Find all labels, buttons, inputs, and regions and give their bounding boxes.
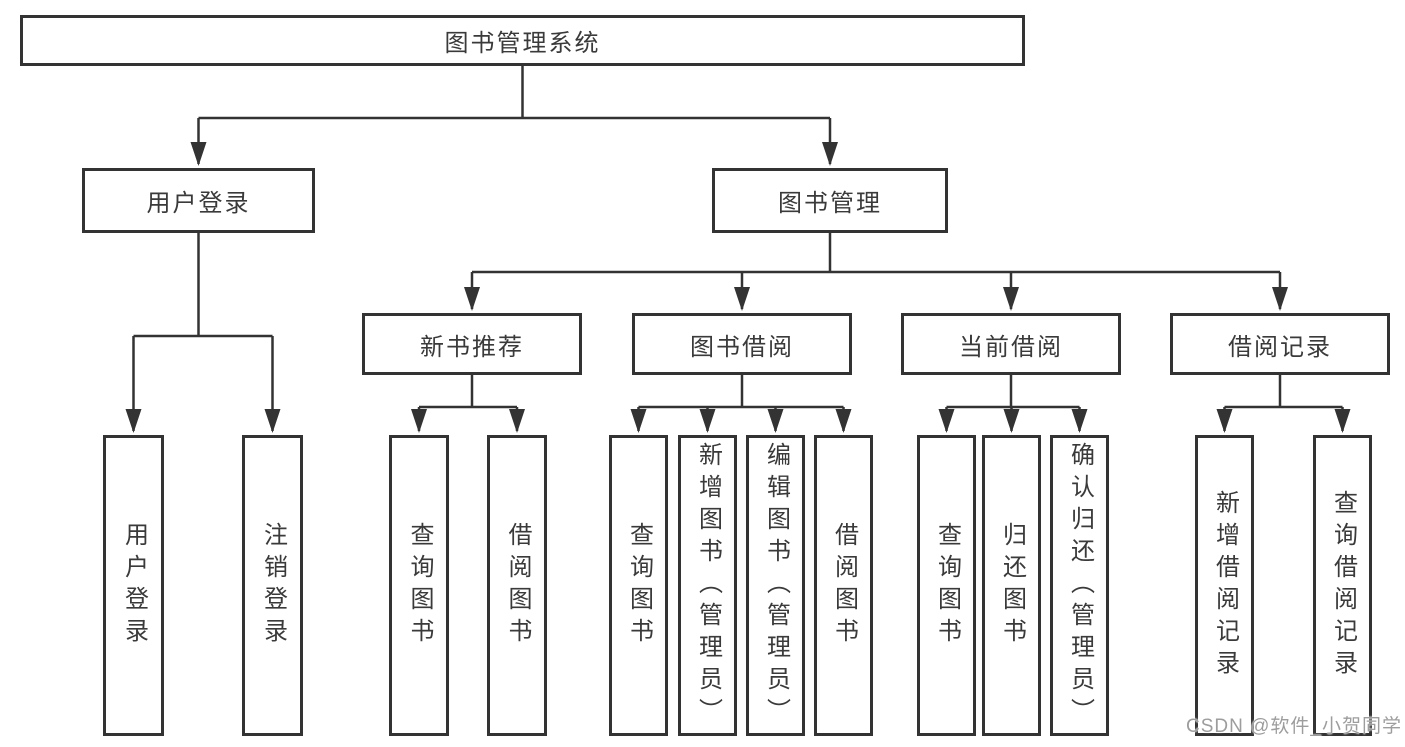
leaf-query-books-borrow-label: 查询图书 [625,521,653,650]
leaf-query-books-current-label: 查询图书 [933,521,961,650]
leaf-borrow-books-recommend: 借阅图书 [487,435,547,736]
leaf-query-books-recommend-label: 查询图书 [406,521,433,650]
leaf-logout: 注销登录 [242,435,303,736]
leaf-add-borrow-record-label: 新增借阅记录 [1211,489,1239,682]
leaf-borrow-books-label: 借阅图书 [830,521,858,650]
csdn-watermark: CSDN @软件_小贺同学 [1186,716,1402,737]
leaf-query-books-current: 查询图书 [917,435,976,736]
leaf-query-books-borrow: 查询图书 [609,435,668,736]
leaf-confirm-return-admin: 确认归还（管理员） [1050,435,1109,736]
leaf-borrow-books: 借阅图书 [814,435,873,736]
node-book-management: 图书管理 [712,168,948,233]
leaf-add-book-admin: 新增图书（管理员） [678,435,737,736]
leaf-logout-label: 注销登录 [259,521,287,650]
node-user-login: 用户登录 [82,168,315,233]
leaf-add-borrow-record: 新增借阅记录 [1195,435,1254,736]
leaf-edit-book-admin: 编辑图书（管理员） [746,435,805,736]
node-current-borrow: 当前借阅 [901,313,1121,375]
leaf-borrow-books-recommend-label: 借阅图书 [504,521,531,650]
leaf-query-borrow-record: 查询借阅记录 [1313,435,1372,736]
node-borrow-records: 借阅记录 [1170,313,1390,375]
node-root: 图书管理系统 [20,15,1025,66]
node-book-borrow: 图书借阅 [632,313,852,375]
leaf-add-book-admin-label: 新增图书（管理员） [694,441,722,730]
leaf-edit-book-admin-label: 编辑图书（管理员） [762,441,790,730]
leaf-confirm-return-admin-label: 确认归还（管理员） [1066,441,1094,730]
leaf-return-book: 归还图书 [982,435,1041,736]
leaf-user-login: 用户登录 [103,435,164,736]
node-new-book-recommend: 新书推荐 [362,313,582,375]
leaf-user-login-label: 用户登录 [120,521,148,650]
leaf-return-book-label: 归还图书 [998,521,1026,650]
leaf-query-books-recommend: 查询图书 [389,435,449,736]
leaf-query-borrow-record-label: 查询借阅记录 [1329,489,1357,682]
